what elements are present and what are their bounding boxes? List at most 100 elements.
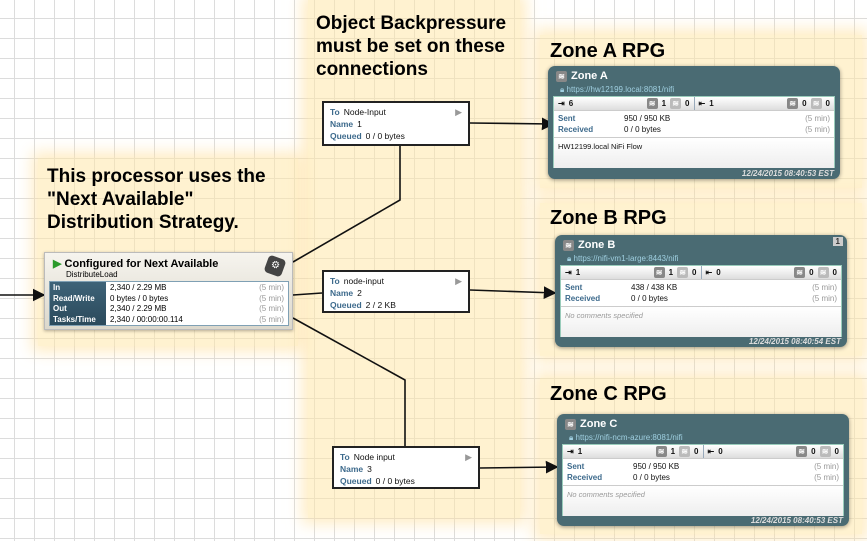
received-value: 0 / 0 bytes bbox=[624, 125, 661, 134]
sent-value: 950 / 950 KB bbox=[633, 462, 680, 471]
play-icon: ▶ bbox=[465, 452, 472, 462]
transmitting-count: 1 bbox=[668, 268, 674, 277]
remote-group-icon: ≋ bbox=[563, 239, 574, 251]
queued-label: Queued bbox=[330, 131, 362, 141]
stat-label: Tasks/Time bbox=[53, 314, 96, 324]
processor-stats: In Read/Write Out Tasks/Time 2,340 / 2.2… bbox=[49, 281, 289, 326]
output-ports-icon: ⇤ bbox=[707, 447, 715, 456]
rpg-name: Zone B bbox=[578, 239, 616, 251]
transmitting-count: 1 bbox=[670, 447, 676, 456]
input-port-count: 6 bbox=[568, 99, 574, 108]
stat-window: (5 min) bbox=[805, 114, 830, 123]
rpg-comments: No comments specified bbox=[561, 307, 841, 337]
play-icon: ▶ bbox=[455, 107, 462, 117]
connection-line-3-out bbox=[479, 460, 559, 474]
not-transmitting-count: 0 bbox=[692, 268, 697, 277]
not-transmitting-icon: ≋ bbox=[677, 267, 689, 278]
not-transmitting-icon: ≋ bbox=[810, 98, 822, 109]
connection-line-2-out bbox=[469, 286, 557, 300]
sent-value: 438 / 438 KB bbox=[631, 283, 678, 292]
sent-value: 950 / 950 KB bbox=[624, 114, 671, 123]
stat-window: (5 min) bbox=[259, 304, 284, 313]
processor-note: This processor uses the "Next Available"… bbox=[47, 166, 266, 233]
not-transmitting-count: 0 bbox=[834, 447, 839, 456]
received-value: 0 / 0 bytes bbox=[633, 473, 670, 482]
received-label: Received bbox=[558, 125, 594, 134]
stat-window: (5 min) bbox=[259, 314, 284, 324]
output-port-count: 1 bbox=[709, 99, 714, 108]
transmitting-icon: ≋ bbox=[794, 267, 806, 278]
stat-window: (5 min) bbox=[812, 283, 837, 292]
stat-value: 2,340 / 2.29 MB bbox=[110, 304, 167, 313]
input-ports-icon: ⇥ bbox=[558, 99, 565, 108]
queued-label: Queued bbox=[340, 476, 372, 486]
name-value: 1 bbox=[357, 119, 362, 129]
transmitting-count: 1 bbox=[661, 99, 667, 108]
input-ports-icon: ⇥ bbox=[565, 268, 572, 277]
sent-label: Sent bbox=[567, 462, 585, 471]
not-transmitting-icon: ≋ bbox=[819, 446, 831, 457]
processor-type: DistributeLoad bbox=[66, 270, 118, 279]
rpg-zone-b[interactable]: ≋ Zone B 🔒︎ https://nifi-vm1-large:8443/n… bbox=[555, 235, 847, 347]
zone-a-heading: Zone A RPG bbox=[550, 40, 666, 62]
stat-label: Out bbox=[53, 304, 67, 313]
stat-value: 2,340 / 2.29 MB bbox=[110, 283, 167, 292]
output-ports-icon: ⇤ bbox=[698, 99, 706, 108]
connection-line-1 bbox=[292, 146, 401, 263]
rpg-name: Zone A bbox=[571, 70, 608, 82]
sent-label: Sent bbox=[558, 114, 576, 123]
output-port-count: 0 bbox=[718, 447, 723, 456]
connection-line-1-out bbox=[469, 117, 555, 131]
rpg-zone-a[interactable]: ≋Zone A 🔒︎ https://hw12199.local:8081/ni… bbox=[548, 66, 840, 179]
not-transmitting-count: 0 bbox=[694, 447, 699, 456]
to-value: Node input bbox=[353, 452, 395, 462]
lock-icon: 🔒︎ bbox=[569, 433, 574, 442]
to-value: node-input bbox=[343, 276, 384, 286]
transmitting-count: 0 bbox=[809, 268, 814, 277]
stat-label: Read/Write bbox=[53, 293, 95, 303]
name-label: Name bbox=[340, 464, 364, 474]
name-value: 3 bbox=[367, 464, 372, 474]
lock-icon: 🔒︎ bbox=[567, 254, 572, 263]
stat-window: (5 min) bbox=[259, 283, 284, 292]
transmitting-icon: ≋ bbox=[796, 446, 808, 457]
to-label: To bbox=[330, 276, 340, 286]
rpg-url[interactable]: https://nifi-ncm-azure:8081/nifi bbox=[575, 433, 683, 442]
connection-line-3 bbox=[292, 317, 406, 446]
stat-window: (5 min) bbox=[805, 125, 830, 134]
processor-distribute-load[interactable]: ▶ Configured for Next Available Distribu… bbox=[44, 252, 293, 330]
stat-window: (5 min) bbox=[814, 473, 839, 482]
rpg-url[interactable]: https://nifi-vm1-large:8443/nifi bbox=[573, 254, 679, 263]
processor-icon: ⚙ bbox=[263, 254, 287, 278]
received-value: 0 / 0 bytes bbox=[631, 294, 668, 303]
stat-value: 2,340 / 00:00:00.114 bbox=[110, 314, 183, 324]
stat-window: (5 min) bbox=[259, 293, 284, 303]
to-label: To bbox=[340, 452, 350, 462]
connection-line-2 bbox=[292, 292, 323, 296]
rpg-timestamp: 12/24/2015 08:40:53 EST bbox=[750, 516, 843, 525]
not-transmitting-count: 0 bbox=[832, 268, 837, 277]
received-label: Received bbox=[565, 294, 601, 303]
queued-value: 2 / 2 KB bbox=[365, 300, 396, 310]
rpg-comments: HW12199.local NiFi Flow bbox=[554, 138, 834, 168]
output-port-count: 0 bbox=[716, 268, 721, 277]
name-label: Name bbox=[330, 119, 354, 129]
bulletin-badge[interactable]: 1 bbox=[832, 237, 843, 246]
transmitting-icon: ≋ bbox=[653, 267, 665, 278]
rpg-zone-c[interactable]: ≋Zone C 🔒︎ https://nifi-ncm-azure:8081/n… bbox=[557, 414, 849, 526]
rpg-url[interactable]: https://hw12199.local:8081/nifi bbox=[566, 85, 675, 94]
running-icon: ▶ bbox=[53, 258, 62, 270]
to-label: To bbox=[330, 107, 340, 117]
input-port-count: 1 bbox=[577, 447, 583, 456]
not-transmitting-count: 0 bbox=[825, 99, 830, 108]
stat-label: In bbox=[53, 283, 61, 292]
rpg-comments: No comments specified bbox=[563, 486, 843, 516]
to-value: Node-Input bbox=[343, 107, 386, 117]
stat-value: 0 bytes / 0 bytes bbox=[110, 293, 169, 303]
transmitting-count: 0 bbox=[811, 447, 816, 456]
not-transmitting-icon: ≋ bbox=[670, 98, 682, 109]
